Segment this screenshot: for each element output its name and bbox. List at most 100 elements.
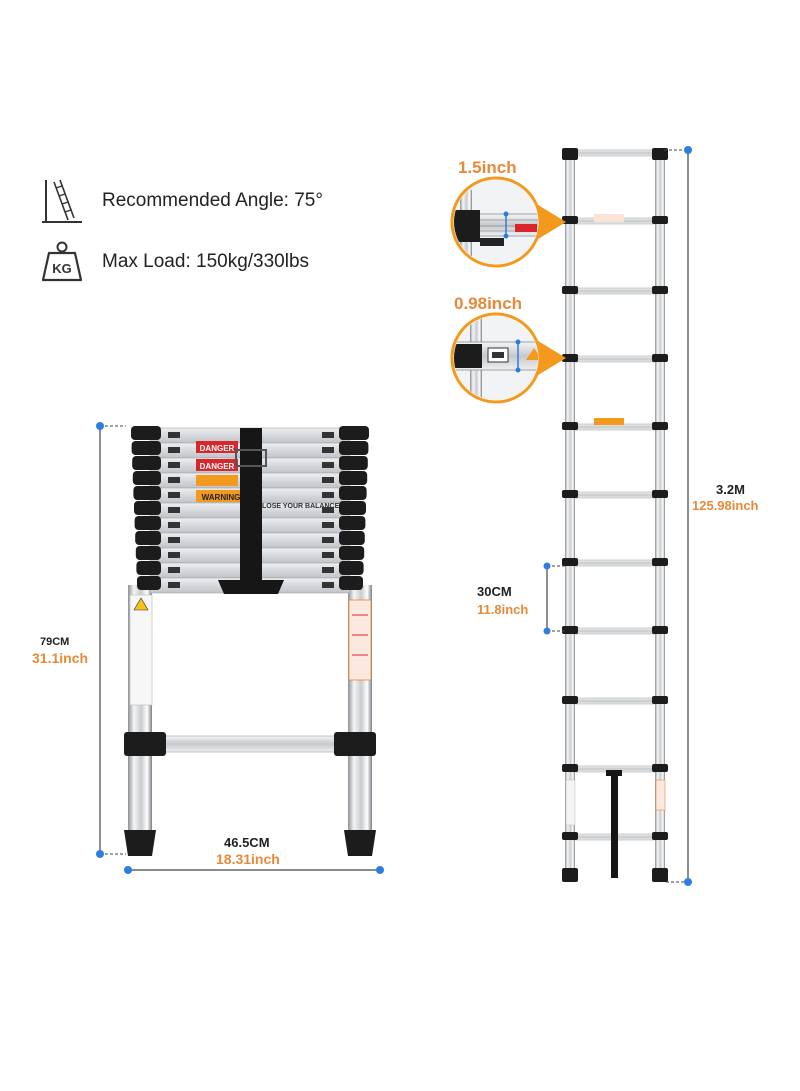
extended-height-imperial: 125.98inch bbox=[692, 498, 759, 513]
ext-strap bbox=[611, 776, 618, 878]
rung-slot bbox=[322, 552, 334, 558]
folded-rung-cap-left bbox=[134, 516, 161, 530]
extended-rung-cap-left bbox=[562, 696, 578, 704]
folded-rung-cap-right bbox=[339, 456, 368, 470]
extended-rung bbox=[572, 287, 658, 295]
spec-angle-text: Recommended Angle: 75° bbox=[102, 190, 323, 211]
danger-label-2-text: DANGER bbox=[200, 462, 235, 471]
extended-left-rail bbox=[565, 152, 575, 880]
orange-sticker bbox=[196, 475, 238, 486]
extended-rung-cap-left bbox=[562, 832, 578, 840]
folded-rung-cap-left bbox=[137, 576, 161, 590]
extended-rung bbox=[572, 627, 658, 635]
extended-rung-cap-right bbox=[652, 764, 668, 772]
rung-slot bbox=[322, 507, 334, 513]
folded-rung-cap-left bbox=[135, 531, 161, 545]
danger-label-1-text: DANGER bbox=[200, 444, 235, 453]
rung-sticker bbox=[594, 418, 624, 425]
folded-rung-cap-right bbox=[339, 531, 365, 545]
extended-dimension-lines bbox=[543, 146, 692, 886]
extended-rung bbox=[572, 697, 658, 705]
dimension-dot bbox=[124, 866, 132, 874]
closed-ladder: DANGER DANGER WARNING LOSE YOUR BALANCE bbox=[124, 426, 376, 856]
rung-slot bbox=[168, 552, 180, 558]
folded-rung-cap-left bbox=[132, 471, 161, 485]
balance-label-text: LOSE YOUR BALANCE bbox=[262, 503, 340, 510]
dimension-dot bbox=[96, 422, 104, 430]
carry-strap bbox=[240, 428, 262, 583]
ext-strap-handle bbox=[606, 770, 622, 776]
dimension-dot bbox=[543, 627, 551, 635]
folded-rung-cap-left bbox=[131, 441, 161, 455]
closed-foot-left bbox=[124, 830, 156, 856]
extended-rung bbox=[572, 491, 658, 499]
extended-rung bbox=[572, 149, 658, 157]
folded-rung-cap-left bbox=[131, 426, 161, 440]
extended-rung-cap-right bbox=[652, 696, 668, 704]
rung-slot bbox=[168, 462, 180, 468]
strap-buckle bbox=[235, 449, 267, 467]
extended-rung-cap-left bbox=[562, 764, 578, 772]
folded-rung-cap-right bbox=[339, 546, 365, 560]
width-metric: 46.5CM bbox=[224, 835, 270, 850]
extended-rung-cap-right bbox=[652, 354, 668, 362]
extended-rung-cap-right bbox=[652, 422, 668, 430]
danger-label-2 bbox=[196, 459, 238, 471]
extended-rung-cap-right bbox=[652, 558, 668, 566]
rung-depth-callout-label: 1.5inch bbox=[458, 158, 517, 177]
folded-rung-cap-right bbox=[339, 516, 366, 530]
kg-icon-text: KG bbox=[52, 261, 72, 276]
rung-slot bbox=[322, 582, 334, 588]
spec-load-text: Max Load: 150kg/330lbs bbox=[102, 251, 310, 272]
dimension-dot bbox=[684, 878, 692, 886]
extended-rung-cap-right bbox=[652, 490, 668, 498]
folded-rung-cap-left bbox=[136, 561, 161, 575]
ladder-angle-icon bbox=[42, 179, 82, 223]
extended-rung-cap-left bbox=[562, 422, 578, 430]
extended-rung-cap-left bbox=[562, 626, 578, 634]
rung-slot bbox=[322, 537, 334, 543]
closed-height-imperial: 31.1inch bbox=[32, 650, 89, 666]
folded-rung-cap-right bbox=[339, 561, 364, 575]
extended-rung-cap-right bbox=[652, 286, 668, 294]
folded-rung-cap-right bbox=[339, 576, 363, 590]
rung-depth-zoom-callout bbox=[450, 176, 566, 268]
closed-rung-cap-right bbox=[334, 732, 376, 756]
warning-label bbox=[196, 490, 246, 502]
rung-slot bbox=[168, 492, 180, 498]
tube-width-callout-label: 0.98inch bbox=[454, 294, 523, 313]
width-imperial: 18.31inch bbox=[216, 851, 280, 867]
extended-rung-cap-left bbox=[562, 558, 578, 566]
extended-height-metric: 3.2M bbox=[716, 482, 745, 497]
folded-rung-cap-left bbox=[135, 546, 161, 560]
closed-bottom-rung bbox=[149, 735, 351, 753]
rung-slot bbox=[322, 447, 334, 453]
dimension-dot bbox=[543, 562, 551, 570]
rung-slot bbox=[168, 582, 180, 588]
rung-slot bbox=[168, 507, 180, 513]
dimension-dot bbox=[376, 866, 384, 874]
rung-slot bbox=[322, 492, 334, 498]
rung-slot bbox=[168, 447, 180, 453]
extended-rung-cap-left bbox=[562, 148, 578, 160]
rung-slot bbox=[322, 432, 334, 438]
danger-label-1 bbox=[196, 441, 238, 453]
folded-rung-cap-right bbox=[339, 486, 367, 500]
extended-rungs bbox=[562, 148, 668, 841]
rung-slot bbox=[168, 522, 180, 528]
rung-slot bbox=[168, 537, 180, 543]
ext-rail-warning-sticker bbox=[655, 779, 666, 811]
folded-rung-cap-right bbox=[339, 501, 366, 515]
rung-slot bbox=[322, 477, 334, 483]
step-spacing-metric: 30CM bbox=[477, 584, 512, 599]
extended-rung-cap-right bbox=[652, 832, 668, 840]
tube-width-zoom-callout bbox=[450, 312, 566, 404]
ext-foot-left bbox=[562, 868, 578, 882]
rung-sticker bbox=[594, 214, 624, 222]
ext-foot-right bbox=[652, 868, 668, 882]
extended-right-rail bbox=[655, 152, 665, 880]
caution-triangle-icon bbox=[133, 597, 149, 611]
rung-slot bbox=[168, 477, 180, 483]
